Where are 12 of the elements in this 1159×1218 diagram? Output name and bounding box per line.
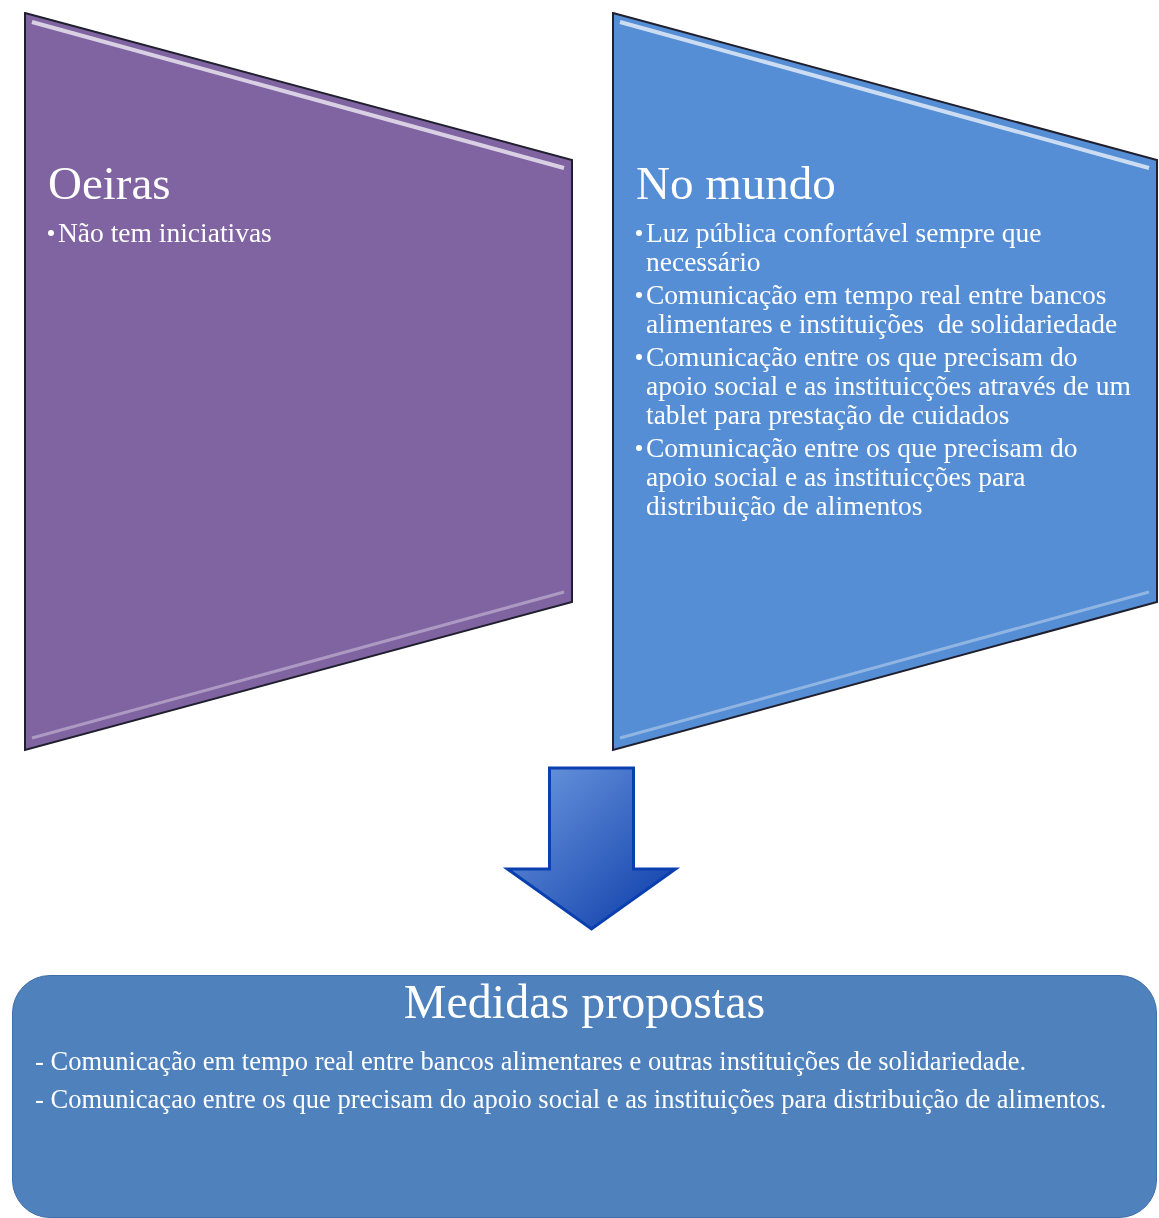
bullet-text: Comunicação em tempo real entre bancos alimentares e instituições de solidariedade: [646, 280, 1119, 338]
bullet-text: Não tem iniciativas: [58, 218, 272, 247]
bullet-text: Luz pública confortável sempre que necessário: [646, 218, 1043, 276]
rounded-panel: [12, 975, 1157, 1218]
panel-title: Medidas propostas: [403, 976, 766, 1028]
proposal-text: - Comunicação em tempo real entre bancos alimentares e outras instituições de solidariedade.: [35, 1046, 1027, 1076]
proposal-text: - Comunicaçao entre os que precisam do apoio social e as instituições para distribuição de alimentos.: [35, 1084, 1107, 1114]
down-arrow: [502, 766, 681, 931]
panel-title: No mundo: [636, 156, 836, 210]
bullet-text: Comunicação entre os que precisam do apoio social e as instituicções para distribuição de alimentos: [646, 433, 1079, 520]
bullet-text: Comunicação entre os que precisam do apoio social e as instituicções através de um tablet para prestação de cuidados: [646, 342, 1132, 429]
panel-title: Oeiras: [48, 156, 171, 210]
